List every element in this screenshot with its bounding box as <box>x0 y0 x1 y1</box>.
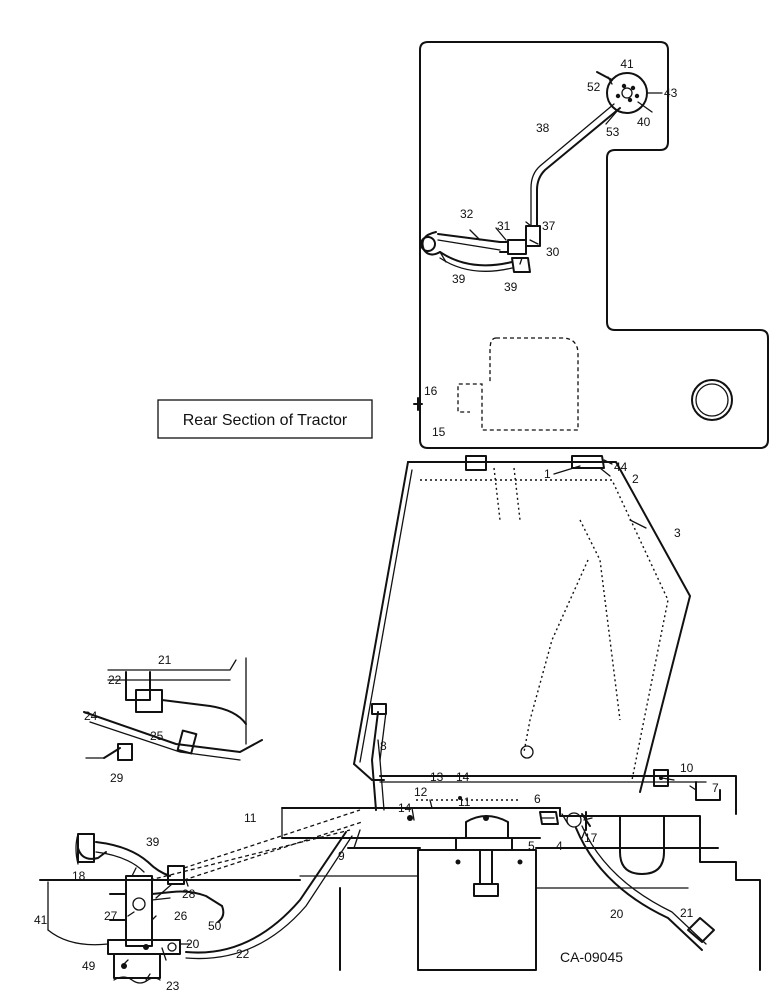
callout-27: 24 <box>84 709 98 723</box>
callout-16: 15 <box>432 425 446 439</box>
callout-37: 37 <box>542 219 556 233</box>
base-block <box>113 953 161 979</box>
callout-38: 38 <box>536 121 550 135</box>
callout-30: 27 <box>104 909 118 923</box>
callout-31: 28 <box>182 887 196 901</box>
callout-28: 25 <box>150 729 164 743</box>
callout-22: 22 <box>236 947 250 961</box>
callout-15: 14 <box>398 801 412 815</box>
callout-42: 40 <box>637 115 651 129</box>
caption-box: Rear Section of Tractor <box>157 399 373 439</box>
valve-detail <box>83 657 263 761</box>
leader-lines <box>123 76 697 981</box>
callout-5: 5 <box>528 839 535 853</box>
callout-19: 17 <box>584 831 598 845</box>
callout-21: 21 <box>680 906 694 920</box>
caption-frame <box>157 399 373 439</box>
callout-53: 53 <box>606 125 620 139</box>
coupler-18 <box>77 833 95 863</box>
callout-43: 41 <box>620 57 634 71</box>
callout-4: 4 <box>556 839 563 853</box>
callout-17: 16 <box>424 384 438 398</box>
callout-14a: 13 <box>430 770 444 784</box>
callout-29: 26 <box>174 909 188 923</box>
callout-labels: 52 41 43 40 53 38 32 31 37 30 39 39 16 1… <box>34 57 719 993</box>
callout-39-top: 39 <box>452 272 466 286</box>
callout-3: 3 <box>674 526 681 540</box>
tee-fitting <box>525 225 541 247</box>
callout-26: 23 <box>166 979 180 993</box>
callout-24: 21 <box>158 653 172 667</box>
callout-11: 11 <box>244 811 257 825</box>
cab-fender <box>353 455 737 815</box>
callout-18: 18 <box>72 869 86 883</box>
callout-14b: 14 <box>456 770 470 784</box>
callout-23: 20 <box>186 937 200 951</box>
callout-12: 11 <box>458 795 471 809</box>
round-port <box>691 379 733 421</box>
callout-35: 31 <box>497 219 511 233</box>
callout-9: 9 <box>338 849 345 863</box>
callout-45: 43 <box>664 86 678 100</box>
figure-code: CA-09045 <box>560 949 623 965</box>
callout-34: 30 <box>546 245 560 259</box>
gauge-valve <box>606 72 648 114</box>
callout-10: 10 <box>680 761 694 775</box>
callout-33: 32 <box>460 207 474 221</box>
rear-section-panel <box>413 41 769 449</box>
callout-50: 50 <box>208 919 222 933</box>
callout-49: 49 <box>82 959 96 973</box>
callout-20: 20 <box>610 907 624 921</box>
callout-32: 29 <box>110 771 124 785</box>
caption-text: Rear Section of Tractor <box>183 412 348 429</box>
callout-2: 2 <box>632 472 639 486</box>
lower-valve-cluster <box>39 809 363 984</box>
callout-1: 1 <box>544 467 551 481</box>
callout-52: 52 <box>587 80 601 94</box>
callout-39-bottom: 39 <box>146 835 160 849</box>
callout-6: 6 <box>534 792 541 806</box>
drop-box <box>417 849 537 971</box>
callout-8: 8 <box>380 739 387 753</box>
callout-44: 44 <box>614 460 628 474</box>
callout-25: 22 <box>108 673 122 687</box>
callout-13: 12 <box>414 785 428 799</box>
valve-body <box>125 875 153 947</box>
callout-41: 41 <box>34 913 48 927</box>
callout-40: 39 <box>504 280 518 294</box>
callout-7: 7 <box>712 781 719 795</box>
frame-lower <box>281 796 761 971</box>
fitting-44 <box>571 455 605 469</box>
